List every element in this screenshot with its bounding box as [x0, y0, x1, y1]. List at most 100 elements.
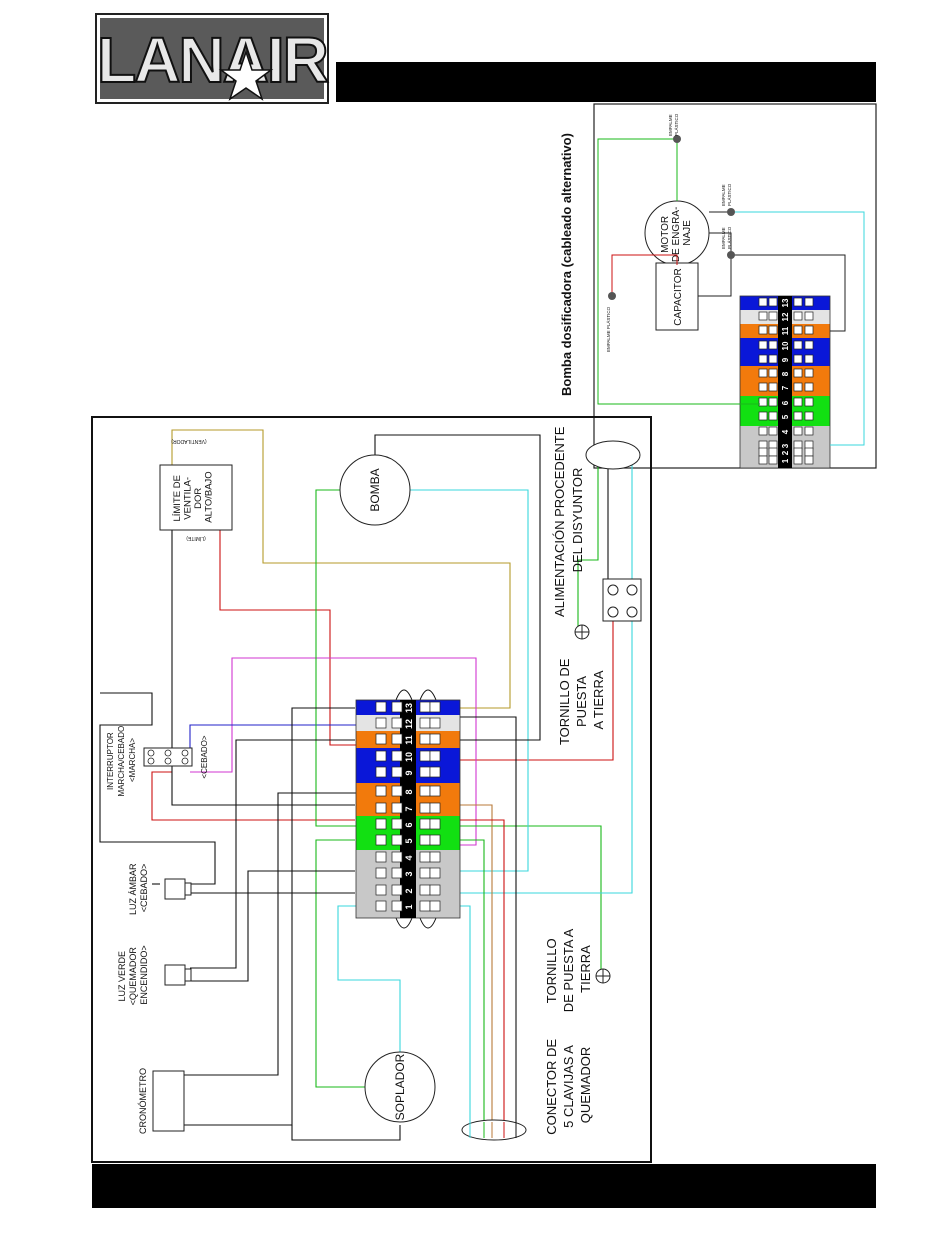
inset-connector-label-1a: EMPALME — [668, 114, 673, 136]
terminal-screw — [758, 426, 768, 436]
terminal-screw — [375, 717, 387, 729]
terminal-screw — [391, 750, 403, 762]
terminal-screw — [793, 297, 803, 307]
terminal-screw — [391, 802, 403, 814]
terminal-number: 9 — [404, 770, 414, 775]
bomba-label: BOMBA — [368, 468, 382, 511]
amber-line-2: <CEBADO> — [139, 864, 149, 913]
terminal-screw — [804, 397, 814, 407]
fan-limit-switch: LÍMITE DE VENTILA- DOR ALTO/BAJO (VENTIL… — [159, 438, 233, 542]
terminal-number: 10 — [781, 341, 790, 350]
terminal-screw — [391, 834, 403, 846]
header-bar — [336, 62, 876, 102]
timer-box: CRONÓMETRO — [138, 1068, 185, 1134]
terminal-screw — [793, 311, 803, 321]
amber-line-1: LUZ ÁMBAR — [128, 863, 138, 915]
connector-line-1: CONECTOR DE — [544, 1039, 559, 1135]
main-wires — [99, 429, 633, 1141]
terminal-number: 9 — [781, 357, 790, 362]
terminal-screw — [768, 368, 778, 378]
terminal-screw — [758, 325, 768, 335]
terminal-screw — [429, 717, 441, 729]
terminal-screw — [375, 802, 387, 814]
terminal-screw — [429, 818, 441, 830]
terminal-screw — [419, 750, 431, 762]
terminal-number: 6 — [781, 400, 790, 405]
svg-text:ALIMENTACIÓN PROCEDENTE: ALIMENTACIÓN PROCEDENTE DEL DISYUNTOR — [552, 423, 585, 617]
ground-bottom-line-3: TIERRA — [578, 945, 593, 993]
run-prime-switch: INTERRUPTOR MARCHA/CEBADO <MARCHA> <CEBA… — [106, 726, 209, 797]
power-junction-block — [602, 578, 642, 622]
terminal-screw — [804, 340, 814, 350]
terminal-screw — [804, 411, 814, 421]
switch-line-2: MARCHA/CEBADO — [117, 726, 126, 797]
terminal-screw — [804, 426, 814, 436]
inset-connector-label-2b: PLÁSTICO — [726, 183, 732, 206]
limit-line-3: DOR — [193, 488, 204, 509]
terminal-screw — [768, 325, 778, 335]
svg-text:TORNILLO DE PUESTA: TORNILLO DE PUESTA A TIERRA — [557, 655, 606, 745]
connector-line-2: 5 CLAVIJAS A — [561, 1045, 576, 1128]
terminal-number: 8 — [781, 371, 790, 376]
terminal-screw — [375, 750, 387, 762]
power-line-2: DEL DISYUNTOR — [570, 468, 585, 573]
green-line-3: ENCENDIDO> — [139, 945, 149, 1004]
inset-motor-line-3: NAJE — [682, 220, 693, 246]
limit-line-1: LÍMITE DE — [172, 475, 183, 521]
svg-text:LUZ VERDE <QUEMADOR: LUZ VERDE <QUEMADOR ENCENDIDO> — [117, 945, 149, 1006]
inset-wires — [597, 138, 865, 446]
inset-connector-label-3a: EMPALME — [721, 227, 726, 249]
limit-top-label: (VENTILADOR) — [171, 438, 207, 444]
svg-text:EMPALME PLÁSTICO: EMPALME PLÁSTICO — [668, 113, 679, 136]
switch-sub-label: <CEBADO> — [200, 735, 209, 778]
terminal-screw — [793, 340, 803, 350]
terminal-screw — [391, 867, 403, 879]
terminal-number: 5 — [781, 414, 790, 419]
terminal-number: 4 — [404, 855, 414, 860]
switch-line-1: INTERRUPTOR — [106, 732, 115, 790]
terminal-screw — [429, 785, 441, 797]
terminal-screw — [768, 411, 778, 421]
terminal-number: 11 — [404, 735, 414, 745]
terminal-screw — [768, 382, 778, 392]
terminal-screw — [419, 900, 431, 912]
terminal-screw — [375, 818, 387, 830]
amber-light: LUZ ÁMBAR <CEBADO> — [128, 863, 192, 915]
terminal-screw — [793, 447, 803, 457]
terminal-screw — [419, 802, 431, 814]
terminal-screw — [419, 867, 431, 879]
terminal-screw — [375, 766, 387, 778]
terminal-number: 7 — [404, 806, 414, 811]
inset-connector-label-3b: PLÁSTICO — [726, 226, 732, 249]
terminal-screw — [429, 900, 441, 912]
svg-text:CONECTOR DE 5 CLAVIJAS A: CONECTOR DE 5 CLAVIJAS A QUEMADOR — [544, 1035, 593, 1134]
terminal-screw — [758, 354, 768, 364]
terminal-number: 3 — [404, 871, 414, 876]
limit-line-2: VENTILA- — [183, 477, 194, 520]
terminal-screw — [793, 382, 803, 392]
terminal-screw — [804, 455, 814, 465]
svg-text:MOTOR DE ENGRA-: MOTOR DE ENGRA- NAJE — [660, 204, 693, 262]
inset-connector-label-1b: PLÁSTICO — [673, 113, 679, 136]
inset-title: Bomba dosificadora (cableado alternativo… — [559, 133, 574, 396]
terminal-screw — [419, 701, 431, 713]
terminal-number: 6 — [404, 822, 414, 827]
svg-text:LÍMITE DE VENTILA-: LÍMITE DE VENTILA- DOR ALTO/BAJO — [172, 471, 215, 522]
terminal-screw — [793, 368, 803, 378]
terminal-screw — [429, 884, 441, 896]
burner-5-pin-connector: CONECTOR DE 5 CLAVIJAS A QUEMADOR — [461, 1035, 593, 1141]
terminal-screw — [429, 733, 441, 745]
terminal-screw — [793, 455, 803, 465]
terminal-screw — [758, 311, 768, 321]
terminal-screw — [391, 884, 403, 896]
ground-bottom-line-2: DE PUESTA A — [561, 928, 576, 1012]
terminal-screw — [419, 766, 431, 778]
terminal-screw — [429, 701, 441, 713]
terminal-screw — [793, 411, 803, 421]
inset-connector-label-2a: EMPALME — [721, 184, 726, 206]
inset-connectors: EMPALME PLÁSTICO EMPALME PLÁSTICO EMPALM… — [605, 113, 735, 352]
green-line-2: <QUEMADOR — [128, 947, 138, 1006]
terminal-screw — [429, 750, 441, 762]
terminal-number: 7 — [781, 385, 790, 390]
